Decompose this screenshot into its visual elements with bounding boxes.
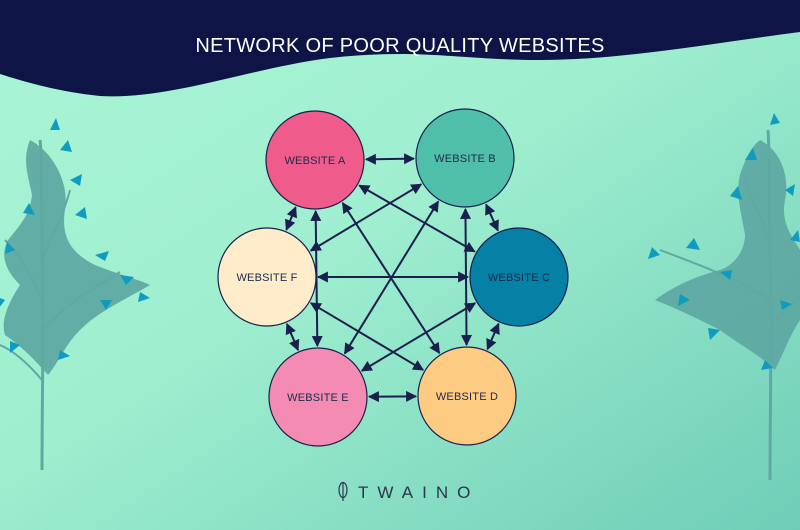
arrow-b-f	[309, 183, 423, 252]
node-circle	[268, 347, 368, 447]
page-title: NETWORK OF POOR QUALITY WEBSITES	[195, 35, 604, 57]
arrow-e-f	[285, 322, 300, 352]
left-tree-illustration	[0, 118, 150, 471]
node-label: WEBSITE A	[284, 155, 346, 167]
brand-name: TWAINO	[358, 483, 479, 502]
connection-arrows	[285, 153, 500, 403]
node-website-c: WEBSITE C	[469, 227, 569, 327]
node-label: WEBSITE F	[236, 272, 297, 284]
right-tree-illustration	[648, 113, 800, 481]
node-label: WEBSITE E	[287, 392, 349, 404]
header-banner	[0, 0, 800, 97]
node-label: WEBSITE B	[434, 153, 496, 165]
node-website-b: WEBSITE B	[415, 108, 515, 208]
node-circle	[417, 346, 517, 446]
website-nodes: WEBSITE A WEBSITE B WEBSITE C WEBSITE D WEBS…	[217, 108, 569, 447]
node-website-e: WEBSITE E	[268, 347, 368, 447]
node-circle	[265, 110, 365, 210]
node-circle	[469, 227, 569, 327]
node-website-f: WEBSITE F	[217, 227, 317, 327]
arrow-f-a	[285, 206, 297, 231]
leaf-icon	[338, 481, 348, 501]
node-website-a: WEBSITE A	[265, 110, 365, 210]
arrow-c-d	[486, 322, 500, 351]
arrow-d-f	[309, 302, 425, 371]
node-circle	[415, 108, 515, 208]
node-label: WEBSITE D	[436, 391, 498, 403]
node-label: WEBSITE C	[488, 272, 550, 284]
brand-logo: TWAINO	[338, 481, 479, 502]
arrow-a-b	[364, 153, 416, 165]
node-circle	[217, 227, 317, 327]
node-website-d: WEBSITE D	[417, 346, 517, 446]
arrow-b-c	[485, 203, 499, 232]
